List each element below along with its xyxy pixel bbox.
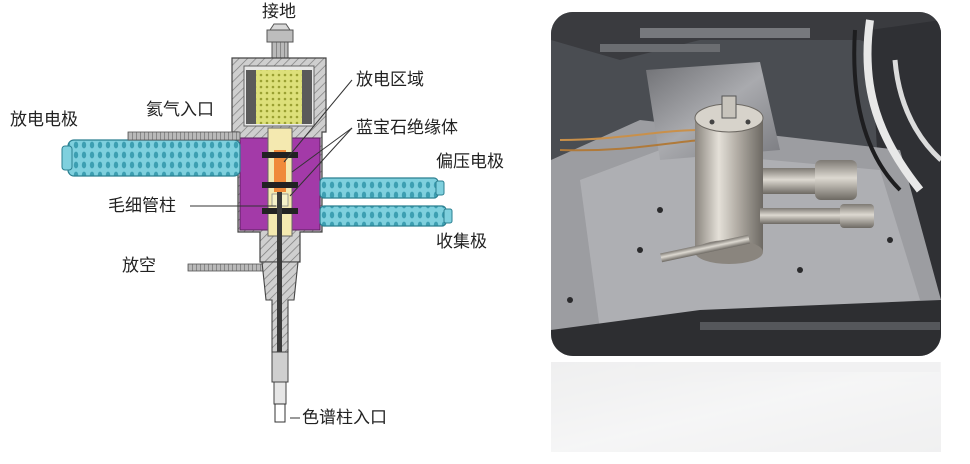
label-bias-electrode: 偏压电极 — [436, 152, 504, 172]
label-column-inlet: 色谱柱入口 — [302, 408, 387, 428]
capillary-column — [277, 192, 282, 378]
discharge-plasma — [274, 150, 286, 192]
upper-dark-block — [246, 70, 256, 124]
white-cable-2 — [892, 59, 941, 162]
electrode-ring-2 — [262, 182, 298, 188]
mount-hole-4 — [797, 267, 803, 273]
leader-discharge-region — [283, 79, 353, 163]
tray-rail — [700, 322, 940, 330]
electrode-ring-1 — [262, 152, 298, 158]
label-vent: 放空 — [122, 256, 156, 276]
reflection-fade — [551, 362, 941, 462]
fitting-lower-nut — [840, 204, 874, 228]
mount-hole-1 — [567, 297, 573, 303]
label-discharge-region: 放电区域 — [356, 70, 424, 90]
copper-wires-2 — [559, 139, 701, 152]
discharge-electrode-rod — [67, 139, 241, 177]
label-sapphire-insulator: 蓝宝石绝缘体 — [356, 118, 458, 138]
ground-cap — [266, 29, 294, 43]
label-discharge-electrode: 放电电极 — [10, 110, 78, 130]
mount-hole-3 — [657, 207, 663, 213]
ground-cap-top — [269, 23, 291, 31]
column-nut — [271, 351, 289, 383]
label-helium-inlet: 氦气入口 — [146, 100, 214, 120]
leader-sapphire-2 — [289, 127, 353, 197]
frame-bar-2 — [600, 44, 720, 52]
helium-inlet-tube — [127, 131, 241, 141]
fitting-upper-nut — [815, 160, 857, 200]
detector-cross-section — [61, 23, 453, 423]
column-end — [274, 403, 286, 423]
copper-wires — [559, 129, 701, 141]
label-collector: 收集极 — [436, 232, 487, 252]
upper-dotted-fill — [256, 70, 302, 124]
bias-electrode-rod — [319, 177, 439, 199]
cylinder-top-post — [721, 95, 737, 119]
label-capillary: 毛细管柱 — [108, 196, 176, 216]
label-ground: 接地 — [262, 2, 296, 22]
fitting-lower — [760, 208, 850, 224]
fitting-rod — [660, 234, 751, 263]
cylinder-screw-2 — [745, 119, 751, 125]
white-cable-1 — [863, 19, 924, 193]
mount-hole-2 — [637, 247, 643, 253]
upper-dark-block-right — [302, 70, 312, 124]
vent-tube — [187, 263, 275, 272]
collector-tip — [443, 208, 453, 224]
cylinder-screw-1 — [709, 119, 715, 125]
frame-top — [551, 12, 941, 70]
detector-assembly-photo — [551, 12, 941, 356]
discharge-electrode-tip — [61, 145, 73, 171]
collector-rod — [319, 205, 447, 227]
column-ferrule — [273, 381, 287, 405]
frame-bar-1 — [640, 28, 810, 38]
bias-electrode-tip — [435, 180, 445, 196]
black-cable — [852, 29, 902, 192]
leader-sapphire-1 — [291, 127, 353, 173]
mount-hole-5 — [887, 237, 893, 243]
detector-cylinder — [695, 118, 763, 252]
